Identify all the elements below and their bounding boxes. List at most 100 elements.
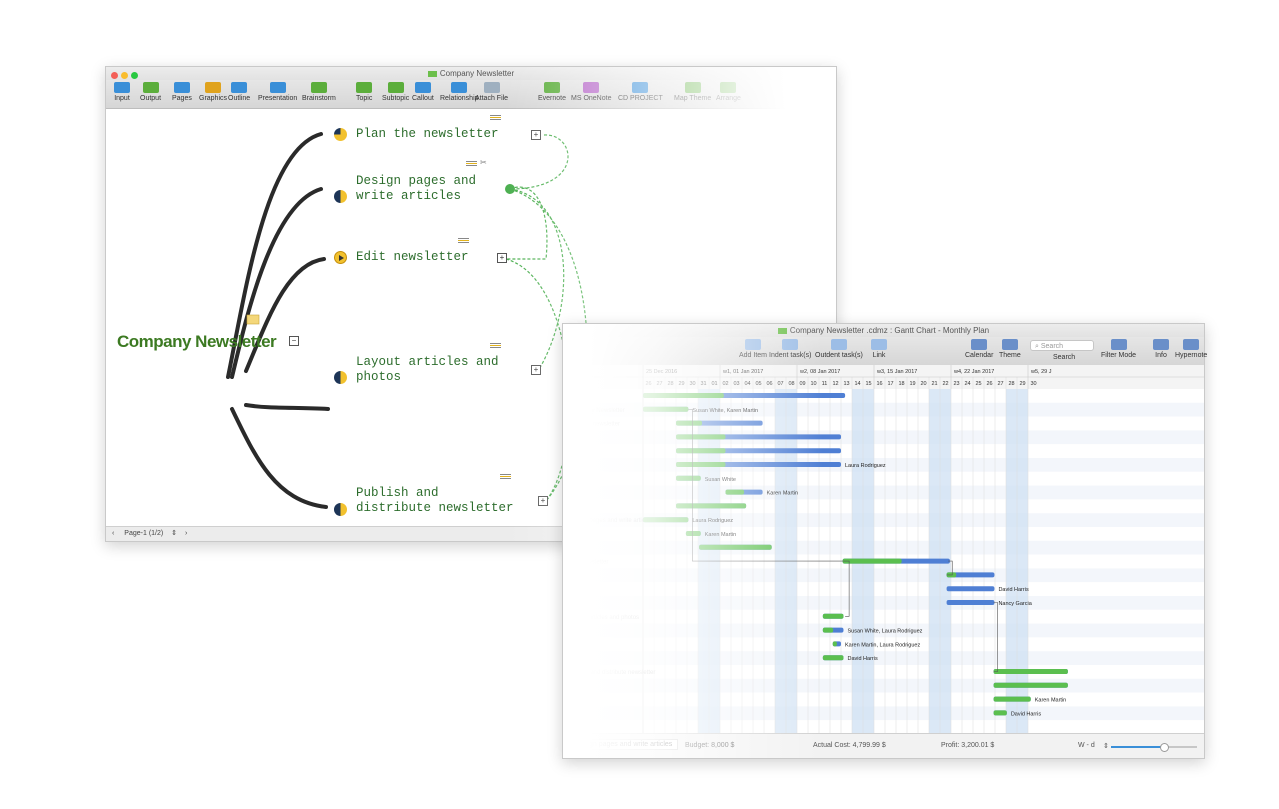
toolbar-label: Presentation xyxy=(258,95,298,102)
toolbar-label: Brainstorm xyxy=(302,95,336,102)
topic-edit-newsletter[interactable]: Edit newsletter xyxy=(356,250,469,265)
topic-label: Design pages and xyxy=(356,174,477,188)
progress-pie-icon xyxy=(334,371,347,384)
window-title: Company Newsletter xyxy=(439,69,515,78)
central-topic[interactable]: Company Newsletter xyxy=(117,332,277,351)
resource-label: Laura Rodriguez xyxy=(692,518,733,524)
toolbar-link[interactable]: Link xyxy=(871,339,887,359)
expand-icon[interactable]: + xyxy=(531,365,541,375)
toolbar-presentation[interactable]: Presentation xyxy=(258,82,297,102)
pages-icon xyxy=(173,82,190,93)
gantt-bar-progress xyxy=(643,393,724,398)
minimize-button[interactable] xyxy=(121,72,128,79)
note-icon[interactable] xyxy=(490,115,501,122)
next-page-icon[interactable]: › xyxy=(185,530,188,537)
link-icon xyxy=(871,339,887,350)
day-label: 06 xyxy=(766,381,772,387)
topic-plan-the-newsletter[interactable]: Plan the newsletter xyxy=(356,127,499,142)
toolbar-attach-file[interactable]: Attach File xyxy=(475,82,508,102)
day-label: 21 xyxy=(931,381,937,387)
toolbar-arrange[interactable]: Arrange xyxy=(716,82,741,102)
day-label: 08 xyxy=(788,381,794,387)
dependency-link xyxy=(946,560,953,576)
branch-plan xyxy=(226,132,323,379)
grid-row xyxy=(563,540,1204,555)
gantt-bar-progress xyxy=(676,434,726,440)
toolbar-cd-project[interactable]: CD PROJECT xyxy=(618,82,663,102)
toolbar-evernote[interactable]: Evernote xyxy=(538,82,566,102)
toolbar-filter-mode[interactable]: Filter Mode xyxy=(1101,339,1136,359)
prev-page-icon[interactable]: ‹ xyxy=(112,530,115,537)
toolbar-brainstorm[interactable]: Brainstorm xyxy=(302,82,336,102)
gantt-bar-progress xyxy=(725,489,745,495)
expand-icon[interactable]: + xyxy=(538,496,548,506)
gantt-bar-progress xyxy=(842,558,902,564)
branch-layout xyxy=(244,403,330,411)
toolbar-info[interactable]: Info xyxy=(1153,339,1169,359)
dependency-link xyxy=(993,602,998,672)
toolbar-label: Link xyxy=(872,352,886,359)
toolbar-indent-task-s-[interactable]: Indent task(s) xyxy=(769,339,811,359)
grid-row xyxy=(563,485,1204,500)
zoom-stepper-icon[interactable]: ⇕ xyxy=(1103,743,1109,750)
grid-row xyxy=(563,430,1204,445)
toolbar-input[interactable]: Input xyxy=(114,82,130,102)
weekend-column xyxy=(786,389,797,734)
toolbar-calendar[interactable]: Calendar xyxy=(965,339,993,359)
note-icon[interactable] xyxy=(458,238,469,245)
toolbar-topic[interactable]: Topic xyxy=(356,82,372,102)
toolbar-add-item[interactable]: Add Item xyxy=(739,339,767,359)
toolbar-label: Arrange xyxy=(716,95,741,102)
zoom-slider[interactable] xyxy=(1111,743,1197,752)
toolbar-output[interactable]: Output xyxy=(140,82,161,102)
grid-row xyxy=(563,609,1204,624)
tab-design-pages[interactable]: Design pages and write articles xyxy=(569,739,679,750)
task-name: Plan the newsletter xyxy=(569,422,620,428)
search-input[interactable]: ⌕ Search xyxy=(1030,340,1094,351)
toolbar-outline[interactable]: Outline xyxy=(228,82,250,102)
attach-file-icon xyxy=(483,82,500,93)
progress-pie-icon xyxy=(334,503,347,516)
close-button[interactable] xyxy=(111,72,118,79)
note-icon[interactable] xyxy=(466,161,477,168)
gantt-bar-progress xyxy=(643,517,689,523)
arrange-icon xyxy=(720,82,737,93)
collapse-icon[interactable]: − xyxy=(289,336,299,346)
note-icon[interactable] xyxy=(500,474,511,481)
toolbar-label: Info xyxy=(1155,352,1167,359)
toolbar-label: Calendar xyxy=(965,352,994,359)
day-label: 02 xyxy=(722,381,728,387)
expand-icon[interactable]: + xyxy=(531,130,541,140)
toolbar-relationship[interactable]: Relationship xyxy=(440,82,479,102)
toolbar-subtopic[interactable]: Subtopic xyxy=(382,82,409,102)
toolbar-callout[interactable]: Callout xyxy=(412,82,434,102)
toolbar-ms-onenote[interactable]: MS OneNote xyxy=(571,82,611,102)
input-icon xyxy=(114,82,130,93)
toolbar-label: Output xyxy=(140,95,162,102)
resource-label: David Harris xyxy=(998,587,1029,593)
toolbar-graphics[interactable]: Graphics xyxy=(199,82,227,102)
expand-icon[interactable]: + xyxy=(497,253,507,263)
grid-row xyxy=(563,596,1204,610)
zoom-button[interactable] xyxy=(131,72,138,79)
toolbar-pages[interactable]: Pages xyxy=(172,82,192,102)
toolbar-hypernote[interactable]: Hypernote xyxy=(1175,339,1207,359)
toolbar-label: Outdent task(s) xyxy=(815,352,863,359)
grid-row xyxy=(563,568,1204,583)
note-icon[interactable] xyxy=(490,343,501,350)
toolbar-map-theme[interactable]: Map Theme xyxy=(674,82,711,102)
toolbar-theme[interactable]: Theme xyxy=(999,339,1021,359)
toolbar-search[interactable]: Search xyxy=(1053,354,1075,361)
resource-label: Susan White, Karen Martin xyxy=(692,408,758,414)
toolbar-label: Topic xyxy=(356,95,373,102)
task-name: Design pages and write articles xyxy=(569,518,652,524)
outline-icon xyxy=(231,82,248,93)
toolbar-outdent-task-s-[interactable]: Outdent task(s) xyxy=(815,339,863,359)
day-label: 01 xyxy=(711,381,717,387)
topic-label: Edit newsletter xyxy=(356,250,469,264)
gantt-bar-progress xyxy=(822,613,844,619)
page-stepper-icon[interactable]: ⇕ xyxy=(171,530,178,537)
